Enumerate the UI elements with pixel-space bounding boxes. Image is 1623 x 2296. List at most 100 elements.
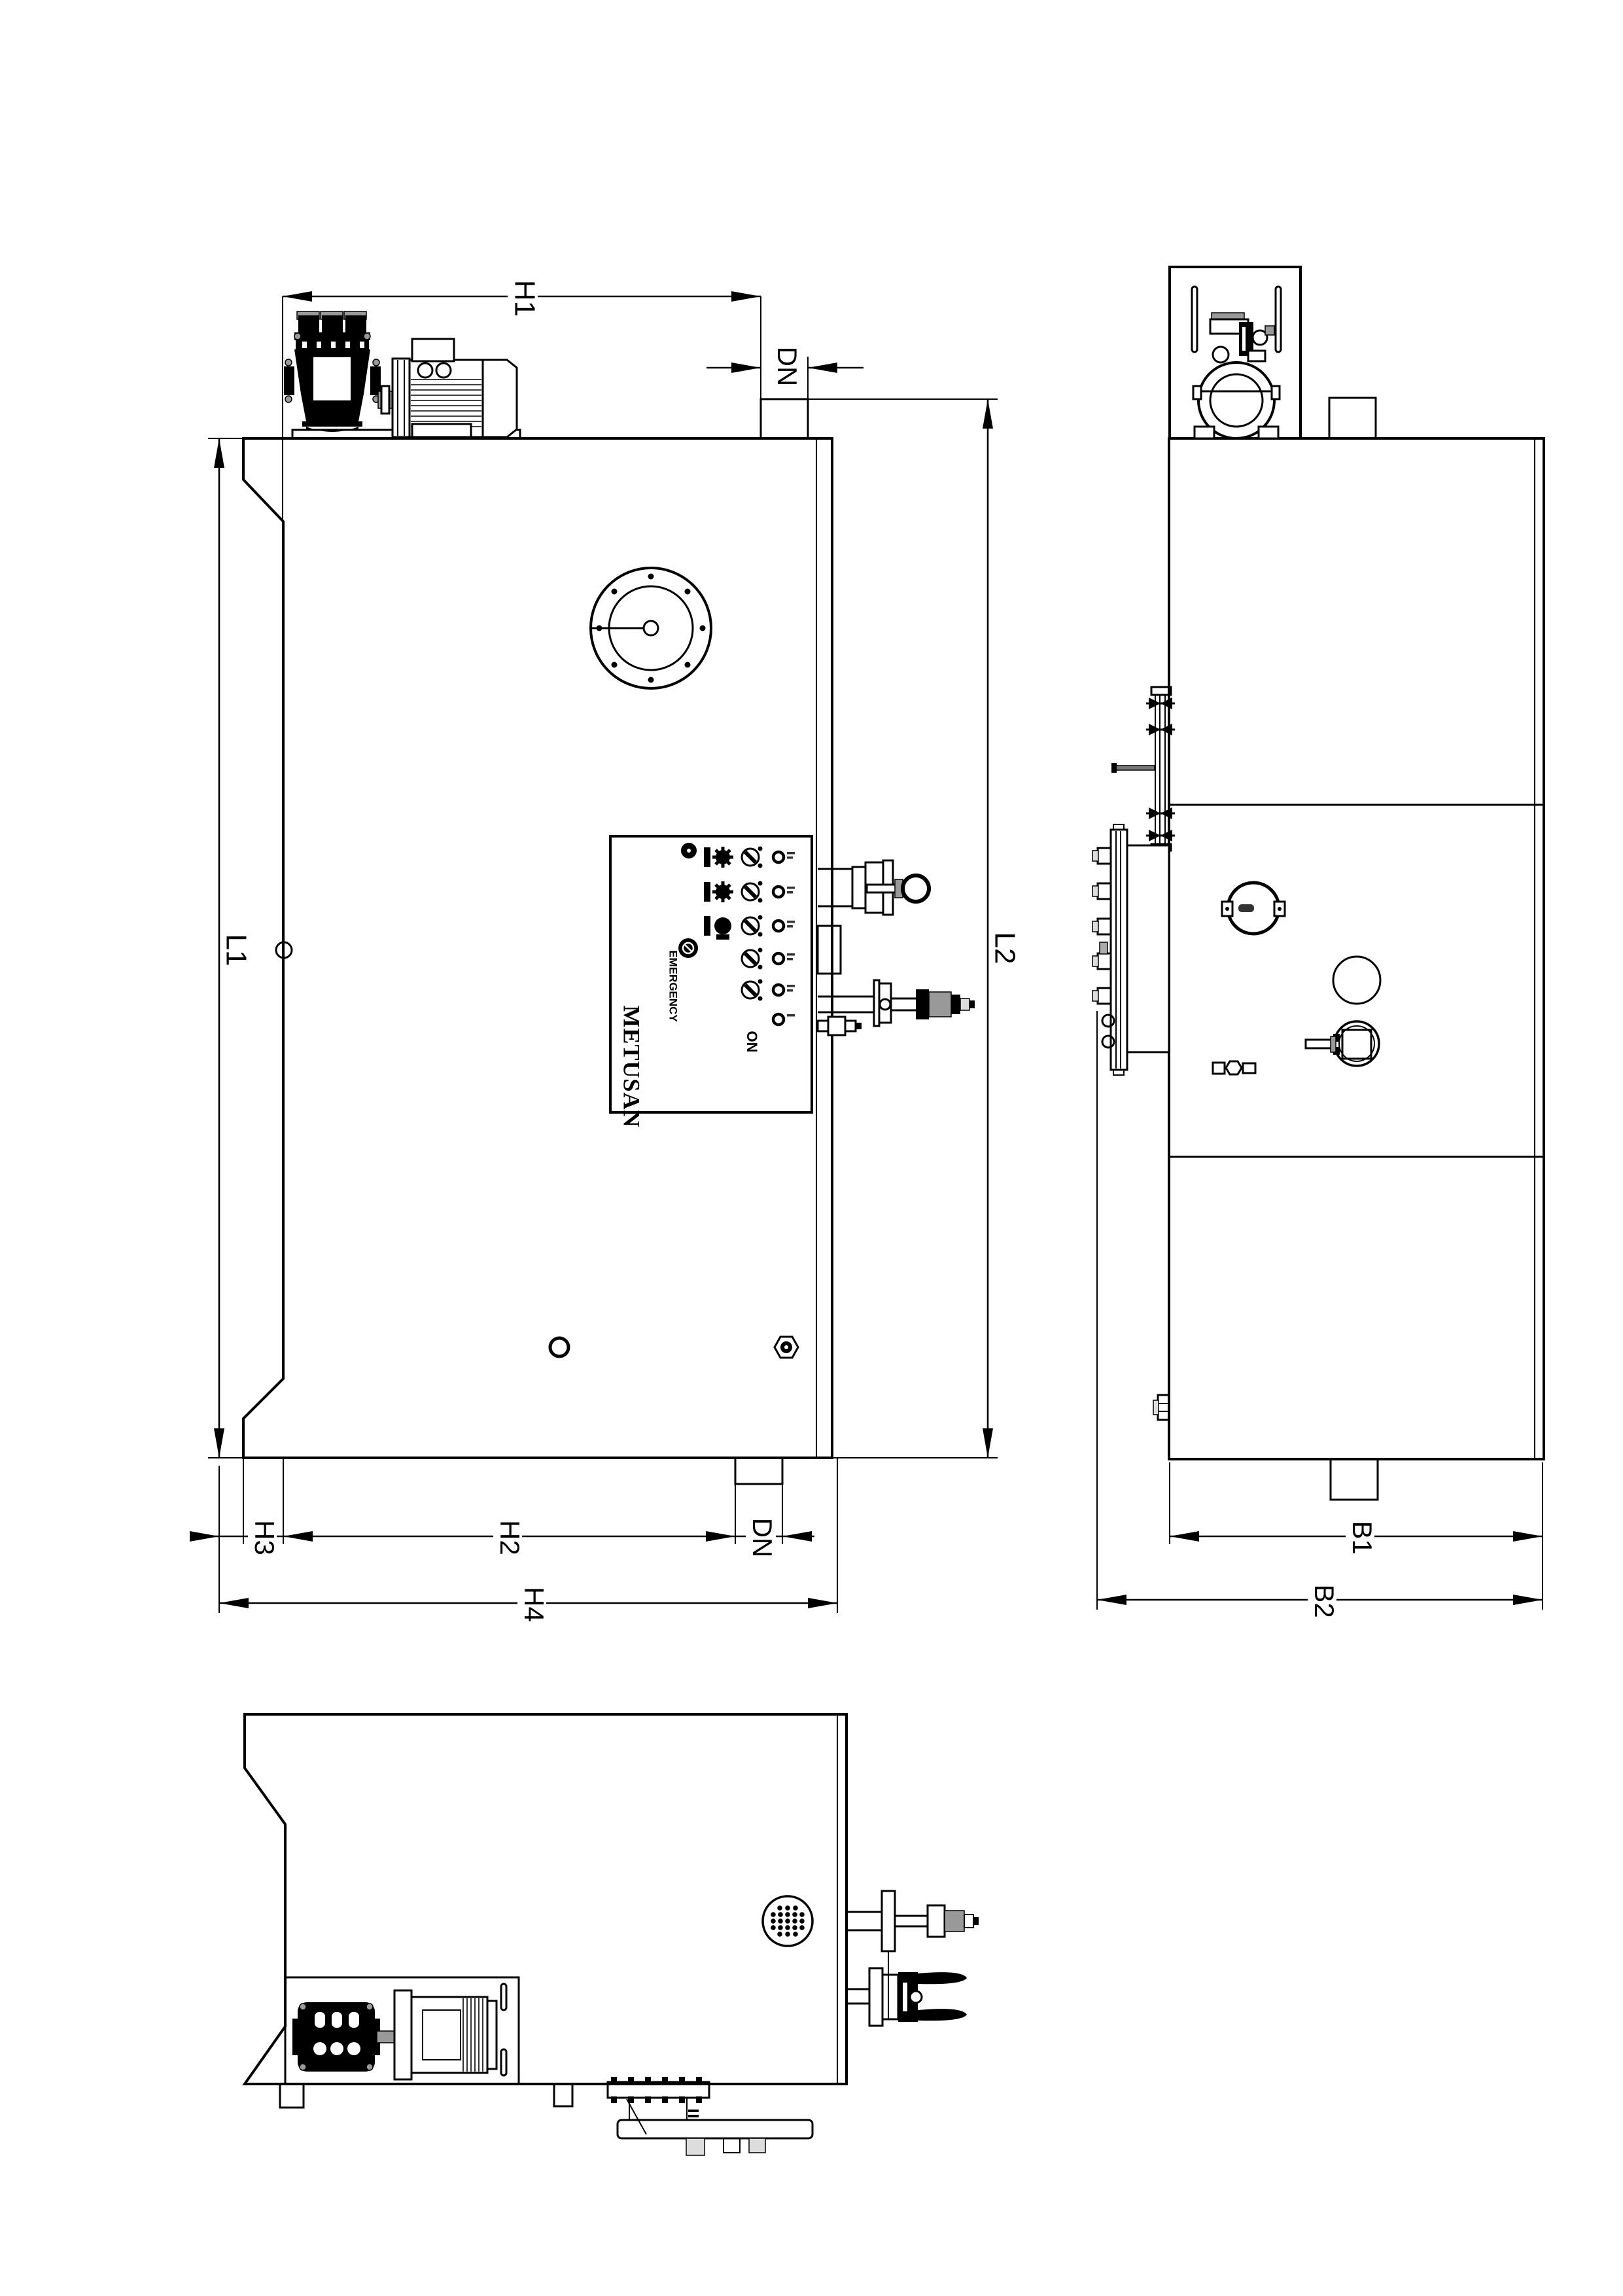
- dim-bottom-chain: H3 H2 DN: [190, 1458, 838, 1613]
- panel-row-5: [741, 979, 795, 1001]
- panel-row-3: [704, 915, 795, 940]
- dim-label-b1: B1: [1347, 1521, 1378, 1554]
- inspection-opening: [1332, 955, 1382, 1005]
- drain-stub: [734, 1457, 784, 1485]
- door-bolt: [1092, 847, 1112, 865]
- selector-switch: [741, 846, 763, 868]
- indicator-lamp: [771, 983, 795, 997]
- dim-l1: L1: [208, 438, 252, 1458]
- side-body-outline: [1168, 437, 1545, 1460]
- door-bolt: [1092, 952, 1112, 970]
- door-bolt: [1092, 987, 1112, 1005]
- gauge-fitting: [1146, 724, 1175, 735]
- panel-row-6: [771, 1012, 795, 1027]
- emergency-button: [678, 938, 698, 958]
- door-latch: [1099, 942, 1108, 955]
- indicator-lamp: [771, 1012, 786, 1027]
- plan-blowdown-valve: [846, 1890, 979, 2019]
- manhole-flange: [589, 567, 712, 690]
- bottom-flange: [606, 2077, 814, 2156]
- plan-motor-icon: [393, 1989, 498, 2081]
- burner-mount: [1304, 1020, 1380, 1067]
- burner-icon: [704, 847, 733, 868]
- chimney-stub: [1328, 397, 1377, 440]
- dim-label-h4: H4: [519, 1587, 550, 1622]
- plan-safety-valve: [846, 1967, 967, 2027]
- panel-row-4: [741, 947, 795, 970]
- pump-icon: [284, 311, 381, 432]
- dim-label-h3: H3: [249, 1520, 280, 1555]
- dim-label-h2: H2: [495, 1520, 525, 1555]
- pump-mode-icon: [704, 916, 731, 940]
- water-level-gauge: [1111, 686, 1175, 852]
- safety-valve: [818, 859, 931, 916]
- side-box-stub: [816, 925, 842, 975]
- dim-label-l1: L1: [220, 934, 252, 966]
- panel-row-2: [704, 881, 795, 903]
- burner-plate: [761, 1895, 814, 1947]
- gauge-fitting: [1146, 698, 1175, 709]
- pump-bracket: [1168, 266, 1302, 440]
- on-label: ON: [744, 1031, 760, 1053]
- blowdown-valve: [818, 979, 975, 1027]
- motor-terminal-box: [411, 338, 455, 362]
- dim-l2: L2: [808, 398, 1021, 1458]
- indicator-lamp: [771, 951, 795, 966]
- selector-switch: [741, 881, 763, 903]
- burner-icon: [704, 881, 733, 902]
- gauge-fitting: [1146, 830, 1175, 841]
- side-plug: [1153, 1394, 1170, 1421]
- dim-b1: B1: [1169, 1462, 1543, 1610]
- selector-switch: [741, 947, 763, 970]
- pull-ring: [901, 874, 931, 904]
- gauge-handle: [1113, 765, 1155, 771]
- panel-row-1: [704, 846, 795, 868]
- front-view: ON EMERGENCY METUSAN: [242, 311, 975, 1485]
- feed-pump-and-motor: [284, 311, 521, 440]
- dim-b2: B2: [1096, 1011, 1543, 1636]
- dim-label-l2: L2: [988, 932, 1021, 964]
- level-rod: [626, 2098, 647, 2135]
- steam-outlet-stub: [759, 398, 809, 440]
- dim-h4: H4: [219, 1569, 837, 1640]
- plan-pump-icon: [292, 2002, 380, 2072]
- door-hinge: [1101, 1034, 1115, 1049]
- dim-h1: H1: [282, 262, 761, 521]
- motor-icon: [391, 338, 518, 438]
- side-view: [1092, 266, 1545, 1501]
- selector-switch: [741, 915, 763, 937]
- dim-label-dn-top: DN: [772, 347, 803, 387]
- motor-end-icon: [1192, 361, 1281, 440]
- indicator-lamp: [771, 919, 795, 933]
- selector-switch: [741, 979, 763, 1001]
- drain-fitting: [816, 1016, 862, 1036]
- indicator-lamp: [771, 885, 795, 899]
- dim-label-b2: B2: [1309, 1584, 1340, 1617]
- plan-view: [242, 1713, 979, 2156]
- control-panel: ON EMERGENCY METUSAN: [609, 835, 813, 1128]
- power-lamp-center: [687, 849, 691, 853]
- pump-end-icon: [1209, 312, 1275, 364]
- indicator-lamp: [771, 850, 795, 864]
- dim-dn-top: DN: [707, 347, 864, 399]
- front-plug: [548, 1336, 570, 1358]
- emergency-label: EMERGENCY: [667, 950, 680, 1022]
- door-hinge: [1101, 1014, 1115, 1028]
- door-bolt: [1092, 882, 1112, 900]
- hex-plug: [773, 1335, 799, 1359]
- front-body-outline: [242, 437, 833, 1459]
- plan-body-outline: [242, 1713, 848, 2085]
- dimensions: H1 DN L1 L2: [190, 262, 1543, 1640]
- door-bolt: [1092, 917, 1112, 936]
- manhole-side: [1221, 881, 1286, 936]
- burner-handle: [1304, 1038, 1335, 1050]
- plan-coupling: [376, 2030, 395, 2043]
- dim-label-dn-bottom: DN: [747, 1518, 778, 1558]
- plan-foot: [553, 2083, 574, 2108]
- panel-door-side: [1092, 824, 1170, 1076]
- dim-label-h1: H1: [508, 280, 540, 317]
- brand-label: METUSAN: [619, 1005, 645, 1127]
- gauge-fitting: [1146, 807, 1175, 819]
- coupling: [377, 385, 393, 415]
